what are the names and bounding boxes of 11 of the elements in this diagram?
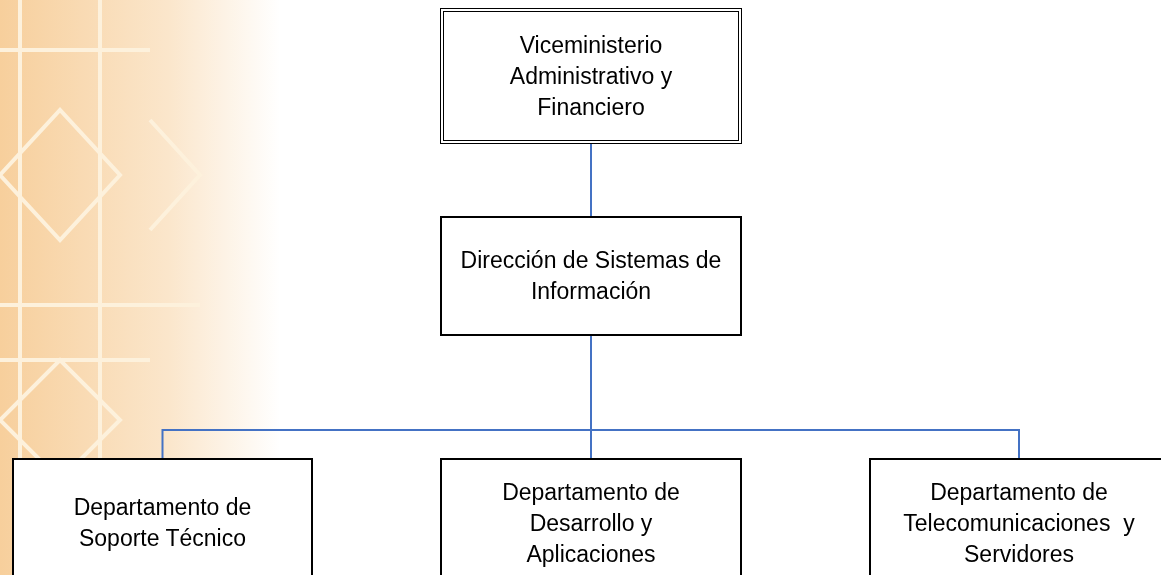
org-unit-box (440, 8, 742, 144)
org-unit-box (869, 458, 1161, 575)
org-unit-box (12, 458, 313, 575)
org-unit-box (440, 216, 742, 336)
org-unit-box (440, 458, 742, 575)
unit-name: Dirección de Sistemas de Información (459, 246, 723, 306)
connector-line (590, 143, 592, 217)
unit-name: Viceministerio Administrativo y Financiero (508, 30, 674, 122)
unit-name: Departamento de Telecomunicaciones y Servidores (902, 477, 1136, 569)
unit-name: Departamento de Soporte Técnico (72, 493, 253, 553)
unit-name: Departamento de Desarrollo y Aplicaciones (501, 477, 681, 569)
